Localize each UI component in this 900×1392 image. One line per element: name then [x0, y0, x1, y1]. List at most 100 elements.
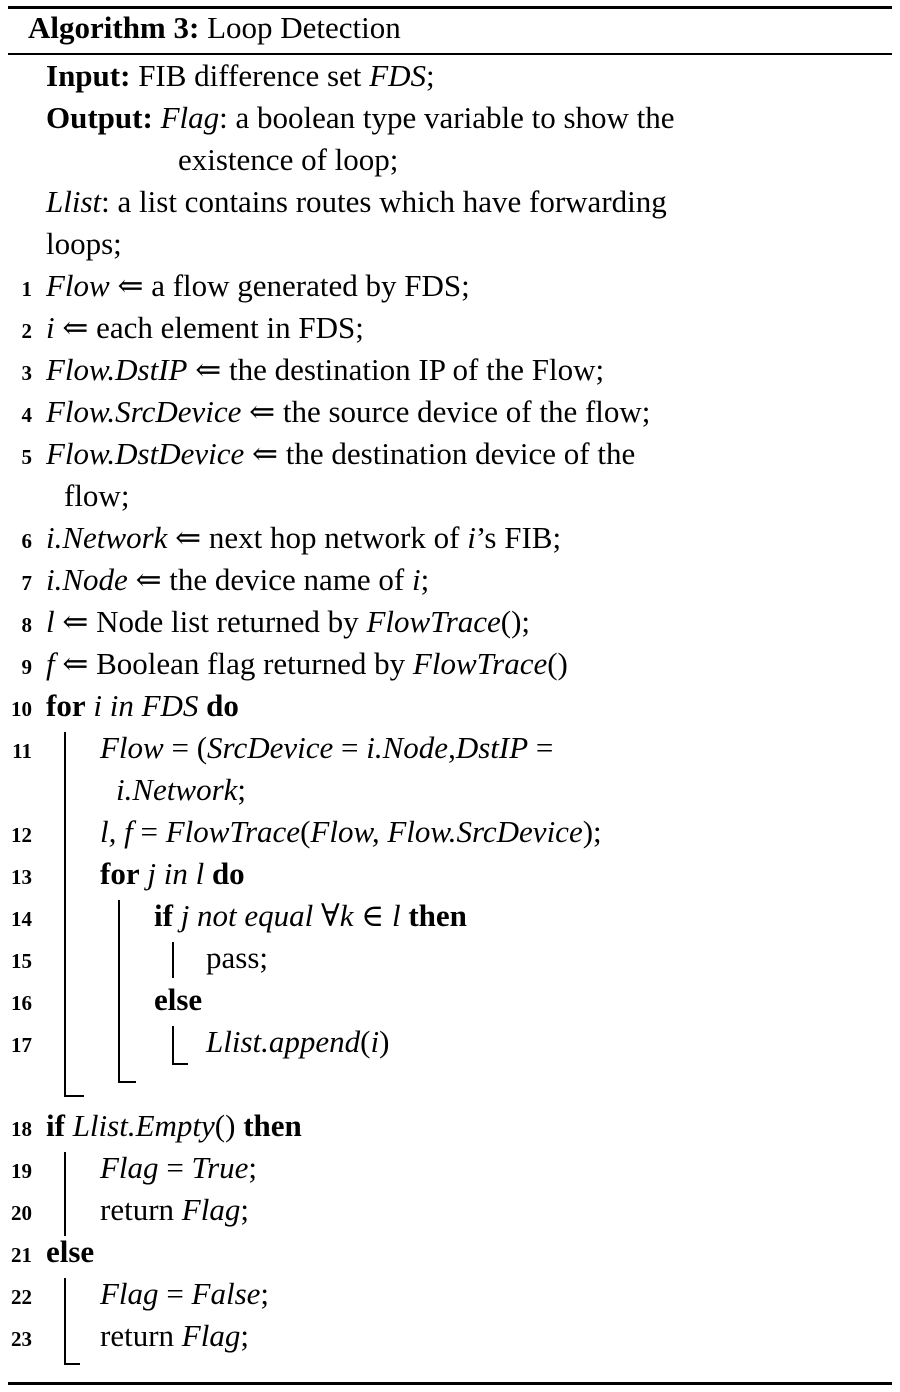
algorithm-step: 8 l ⇐ Node list returned by FlowTrace();: [0, 601, 900, 643]
line-text: pass;: [206, 937, 268, 979]
block-end: [64, 1363, 80, 1365]
line-number: 14: [11, 907, 32, 931]
line-number: 5: [21, 445, 33, 469]
line-number: 23: [11, 1327, 32, 1351]
keyword: do: [211, 856, 245, 891]
line-text: Flag = True;: [100, 1147, 257, 1189]
line-text: existence of loop;: [178, 139, 398, 181]
line-text: flow;: [64, 475, 129, 517]
line-number: 18: [11, 1117, 32, 1141]
block-end: [64, 1095, 84, 1097]
math-term: Flag: [181, 1318, 241, 1353]
text-run: return: [100, 1192, 182, 1227]
text-run: (): [547, 646, 568, 681]
line-text: i.Node ⇐ the device name of i;: [46, 559, 429, 601]
line-text: f ⇐ Boolean flag returned by FlowTrace(): [46, 643, 568, 685]
math-term: FlowTrace: [165, 814, 301, 849]
line-text: Output: Flag: a boolean type variable to…: [46, 97, 675, 139]
text-run: ⇐ the source device of the flow;: [241, 394, 651, 429]
math-term: Flow.DstIP: [46, 352, 188, 387]
math-term: j not equal: [180, 898, 314, 933]
algorithm-step: 14 if j not equal ∀k ∈ l then: [0, 895, 900, 937]
line-number: 19: [11, 1159, 32, 1183]
input-line: Input: FIB difference set FDS;: [0, 55, 900, 97]
line-number: 8: [21, 613, 33, 637]
math-term: i: [46, 310, 55, 345]
line-text: Llist: a list contains routes which have…: [46, 181, 667, 223]
keyword: else: [46, 1234, 95, 1269]
top-rule: [8, 6, 892, 9]
math-term: Flag: [100, 1150, 159, 1185]
block-rule: [172, 1026, 174, 1064]
math-term: l: [46, 604, 55, 639]
line-number: 17: [11, 1033, 32, 1057]
keyword: then: [243, 1108, 302, 1143]
math-term: True: [191, 1150, 249, 1185]
text-run: ⇐ next hop network of: [167, 520, 468, 555]
text-run: ;: [420, 562, 430, 597]
caption-title: Loop Detection: [207, 10, 401, 45]
keyword: Output:: [46, 100, 153, 135]
keyword: Input:: [46, 58, 131, 93]
algorithm-step: 19 Flag = True;: [0, 1147, 900, 1189]
text-run: [153, 100, 161, 135]
text-run: flow;: [64, 478, 130, 513]
llist-line: loops;: [0, 223, 900, 265]
math-term: i.Node: [46, 562, 128, 597]
math-term: FlowTrace: [412, 646, 548, 681]
text-run: ;: [426, 58, 435, 93]
caption-label: Algorithm 3:: [28, 10, 200, 45]
text-run: FIB difference set: [130, 58, 370, 93]
text-run: ⇐ the destination IP of the Flow;: [187, 352, 605, 387]
text-run: ⇐ the destination device of the: [244, 436, 636, 471]
line-number: 13: [11, 865, 32, 889]
line-text: for i in FDS do: [46, 685, 239, 727]
block-rule: [64, 1278, 66, 1364]
line-text: l, f = FlowTrace(Flow, Flow.SrcDevice);: [100, 811, 602, 853]
math-term: i: [370, 1024, 380, 1059]
text-run: =: [333, 730, 367, 765]
line-text: Flow.DstIP ⇐ the destination IP of the F…: [46, 349, 604, 391]
llist-line: Llist: a list contains routes which have…: [0, 181, 900, 223]
line-text: l ⇐ Node list returned by FlowTrace();: [46, 601, 530, 643]
caption-rule: [8, 53, 892, 55]
text-run: ⇐ each element in FDS;: [54, 310, 364, 345]
text-run: ): [379, 1024, 390, 1059]
math-term: i.Node: [366, 730, 449, 765]
algorithm-step: 17 Llist.append(i): [0, 1021, 900, 1063]
line-number: 9: [21, 655, 33, 679]
math-term: Flag: [160, 100, 220, 135]
text-run: [173, 898, 181, 933]
line-text: if j not equal ∀k ∈ l then: [154, 895, 467, 937]
math-term: Flow.SrcDevice: [46, 394, 242, 429]
text-run: ∈: [353, 898, 392, 933]
line-text: Llist.append(i): [206, 1021, 389, 1063]
text-run: ;: [237, 772, 247, 807]
line-text: return Flag;: [100, 1189, 249, 1231]
text-run: existence of loop;: [178, 142, 399, 177]
text-run: ∀: [313, 898, 340, 933]
keyword: if: [46, 1108, 65, 1143]
text-run: =: [132, 814, 166, 849]
text-run: ⇐ Node list returned by: [54, 604, 367, 639]
math-term: l, f: [100, 814, 133, 849]
line-number: 15: [11, 949, 32, 973]
keyword: if: [154, 898, 173, 933]
bottom-rule: [8, 1382, 892, 1385]
line-number: 12: [11, 823, 32, 847]
text-run: (): [214, 1108, 244, 1143]
line-text: Flow ⇐ a flow generated by FDS;: [46, 265, 470, 307]
text-run: : a boolean type variable to show the: [219, 100, 675, 135]
keyword: do: [206, 688, 239, 723]
block-rule: [118, 900, 120, 1082]
line-text: loops;: [46, 223, 122, 265]
